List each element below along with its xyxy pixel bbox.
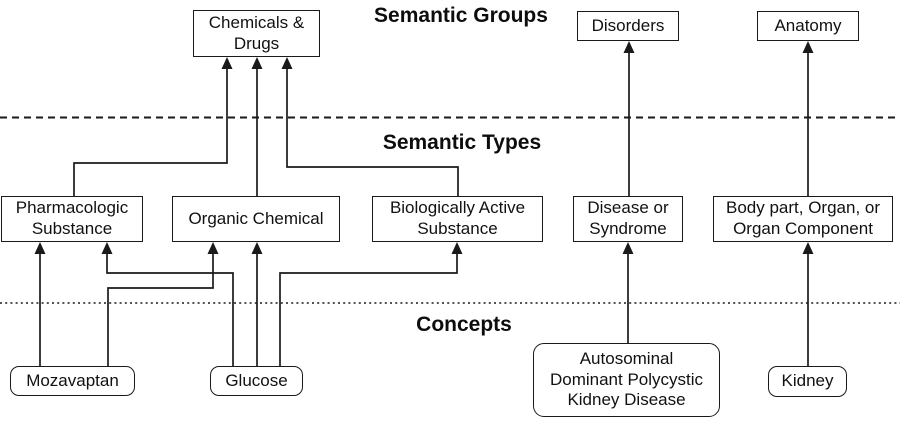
node-glucose: Glucose (210, 366, 303, 396)
node-kidney: Kidney (768, 366, 847, 397)
node-biologically-active-substance: Biologically Active Substance (372, 196, 543, 242)
node-anatomy: Anatomy (757, 11, 859, 41)
node-organic-chemical: Organic Chemical (172, 196, 340, 242)
tier-title-concepts: Concepts (416, 313, 512, 336)
node-chemicals-and-drugs: Chemicals & Drugs (193, 10, 320, 57)
tier-title-semantic-types: Semantic Types (382, 131, 542, 154)
arrow-mozavaptan-to-organic-chemical (107, 242, 219, 366)
node-disorders: Disorders (577, 11, 679, 41)
node-autosominal-dominant-polycystic-kidney-disease: Autosominal Dominant Polycystic Kidney D… (533, 343, 720, 417)
arrow-glucose-to-pharmacologic-substance (101, 242, 234, 366)
node-pharmacologic-substance: Pharmacologic Substance (1, 196, 143, 242)
node-body-part-organ-or-organ-component: Body part, Organ, or Organ Component (713, 196, 893, 242)
node-mozavaptan: Mozavaptan (10, 366, 135, 396)
arrow-pharmacologic-substance-to-chemicals-drugs (73, 57, 233, 196)
arrow-biologically-active-substance-to-chemicals-drugs (281, 57, 459, 196)
arrow-glucose-to-biologically-active-substance (279, 242, 463, 366)
node-disease-or-syndrome: Disease or Syndrome (573, 196, 683, 242)
tier-title-semantic-groups: Semantic Groups (374, 4, 548, 27)
